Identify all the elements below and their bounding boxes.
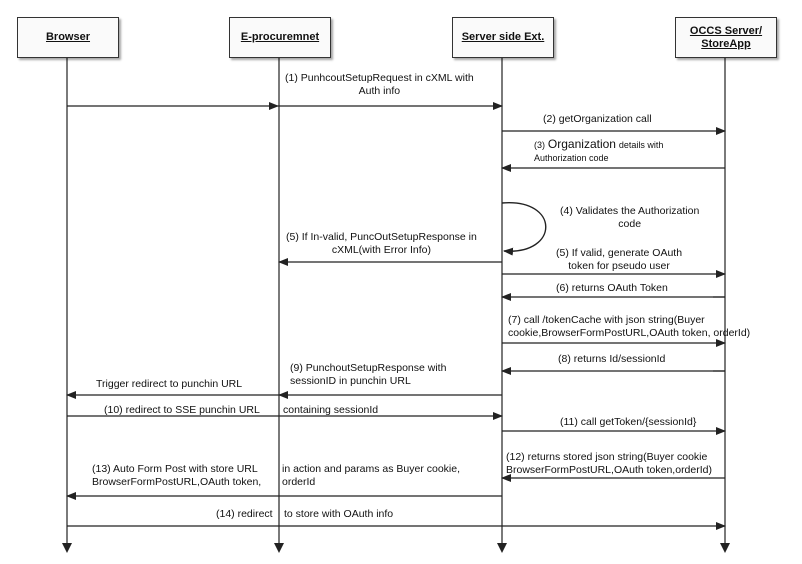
- msg-13-label-left: (13) Auto Form Post with store URL Brows…: [92, 463, 262, 488]
- msg-3-label: (3) Organization details with Authorizat…: [534, 137, 664, 164]
- actor-server-side-ext: Server side Ext.: [452, 17, 554, 58]
- actor-occs-server-label: OCCS Server/ StoreApp: [689, 24, 763, 50]
- lifeline-end-arrow-occs: [720, 543, 730, 553]
- actor-occs-server: OCCS Server/ StoreApp: [675, 17, 777, 58]
- msg-4-self-loop: [501, 202, 547, 256]
- msg-1-mid-arrowhead: [269, 102, 279, 110]
- actor-server-side-ext-label: Server side Ext.: [461, 31, 545, 43]
- msg-14-label-right: to store with OAuth info: [284, 508, 394, 520]
- occs-activation-edge: [713, 296, 725, 372]
- actor-eprocurement-label: E-procuremnet: [240, 31, 320, 43]
- actor-browser: Browser: [17, 17, 119, 58]
- msg-4-label: (4) Validates the Authorization code: [560, 205, 700, 230]
- msg-5-valid-label: (5) If valid, generate OAuth token for p…: [556, 247, 683, 272]
- msg-11-label: (11) call getToken/{sessionId}: [560, 416, 697, 428]
- msg-2-label: (2) getOrganization call: [543, 113, 652, 125]
- msg-14-label-left: (14) redirect: [216, 508, 273, 520]
- msg-12-label: (12) returns stored json string(Buyer co…: [506, 451, 712, 476]
- lifeline-end-arrow-eprocurement: [274, 543, 284, 553]
- msg-1-label: (1) PunhcoutSetupRequest in cXML with Au…: [285, 72, 474, 97]
- actor-browser-label: Browser: [45, 31, 91, 43]
- msg-8-label: (8) returns Id/sessionId: [558, 353, 666, 365]
- msg-9-label: (9) PunchoutSetupResponse with sessionID…: [290, 362, 447, 387]
- msg-6-label: (6) returns OAuth Token: [556, 282, 668, 294]
- lifeline-end-arrow-server: [497, 543, 507, 553]
- msg-13-label-right: in action and params as Buyer cookie, or…: [282, 463, 461, 488]
- msg-10-label-left: (10) redirect to SSE punchin URL: [104, 404, 260, 416]
- msg-5-invalid-label: (5) If In-valid, PuncOutSetupResponse in…: [286, 231, 477, 256]
- msg-10-label-right: containing sessionId: [283, 404, 379, 416]
- msg-7-label: (7) call /tokenCache with json string(Bu…: [508, 314, 751, 339]
- actor-eprocurement: E-procuremnet: [229, 17, 331, 58]
- lifeline-end-arrow-browser: [62, 543, 72, 553]
- trigger-redirect-label: Trigger redirect to punchin URL: [96, 378, 243, 390]
